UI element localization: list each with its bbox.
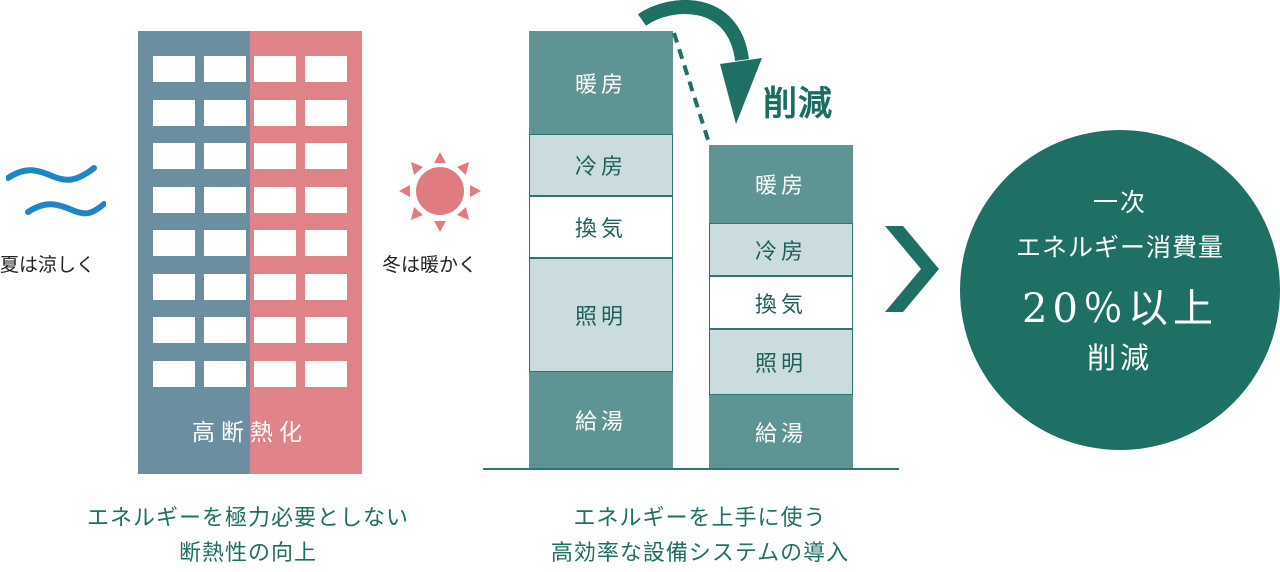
baseline	[483, 468, 899, 470]
building-window	[204, 360, 246, 387]
before-ventilation: 換気	[529, 196, 673, 258]
building-window	[153, 143, 195, 169]
summer-label: 夏は涼しく	[0, 254, 96, 276]
building-window	[153, 99, 195, 126]
result-line2: エネルギー消費量	[1015, 233, 1224, 262]
caption-insulation-line1: エネルギーを極力必要としない	[86, 506, 409, 531]
building-window	[204, 273, 246, 300]
before-hot-water: 給湯	[529, 372, 673, 468]
curved-arrow-down-icon	[637, 0, 762, 144]
caption-equipment-line2: 高効率な設備システムの導入	[550, 541, 850, 566]
building-window	[305, 360, 347, 387]
result-line3: 20％以上	[1022, 286, 1218, 332]
building-window	[305, 143, 347, 169]
building-window	[254, 230, 296, 256]
building-window	[305, 317, 347, 343]
building-window	[204, 317, 246, 343]
building-label: 高断熱化	[192, 420, 308, 446]
building-window	[153, 186, 195, 213]
building-window	[305, 273, 347, 300]
building-window	[254, 143, 296, 169]
after-heating: 暖房	[709, 145, 853, 223]
after-lighting: 照明	[709, 329, 853, 395]
wind-waves-icon	[6, 165, 106, 217]
building-window	[153, 360, 195, 387]
before-lighting: 照明	[529, 258, 673, 372]
after-cooling: 冷房	[709, 223, 853, 276]
caption-equipment-line1: エネルギーを上手に使う	[573, 506, 827, 531]
chevron-right-icon	[885, 226, 939, 312]
building-window	[204, 56, 246, 82]
building-window	[204, 99, 246, 126]
winter-label: 冬は暖かく	[382, 254, 478, 276]
after-ventilation: 換気	[709, 276, 853, 329]
result-line1: 一次	[1092, 188, 1147, 217]
building-window	[254, 317, 296, 343]
building-window	[204, 230, 246, 256]
reduction-label: 削減	[763, 84, 833, 124]
building-window	[254, 56, 296, 82]
before-cooling: 冷房	[529, 134, 673, 196]
building-window	[254, 360, 296, 387]
after-hot-water: 給湯	[709, 395, 853, 468]
building-window	[254, 186, 296, 213]
caption-insulation-line2: 断熱性の向上	[178, 541, 317, 566]
building-window	[204, 143, 246, 169]
before-heating: 暖房	[529, 31, 673, 134]
building-window	[305, 56, 347, 82]
building-window	[254, 273, 296, 300]
building-window	[305, 99, 347, 126]
building-window	[204, 186, 246, 213]
sun-icon	[399, 152, 481, 232]
building-window	[153, 273, 195, 300]
result-circle: 一次 エネルギー消費量 20％以上 削減	[960, 130, 1280, 450]
building-window	[153, 317, 195, 343]
building-window	[153, 56, 195, 82]
building-window	[305, 230, 347, 256]
result-line4: 削減	[1086, 341, 1153, 375]
building-window	[153, 230, 195, 256]
building-window	[305, 186, 347, 213]
building-window	[254, 99, 296, 126]
